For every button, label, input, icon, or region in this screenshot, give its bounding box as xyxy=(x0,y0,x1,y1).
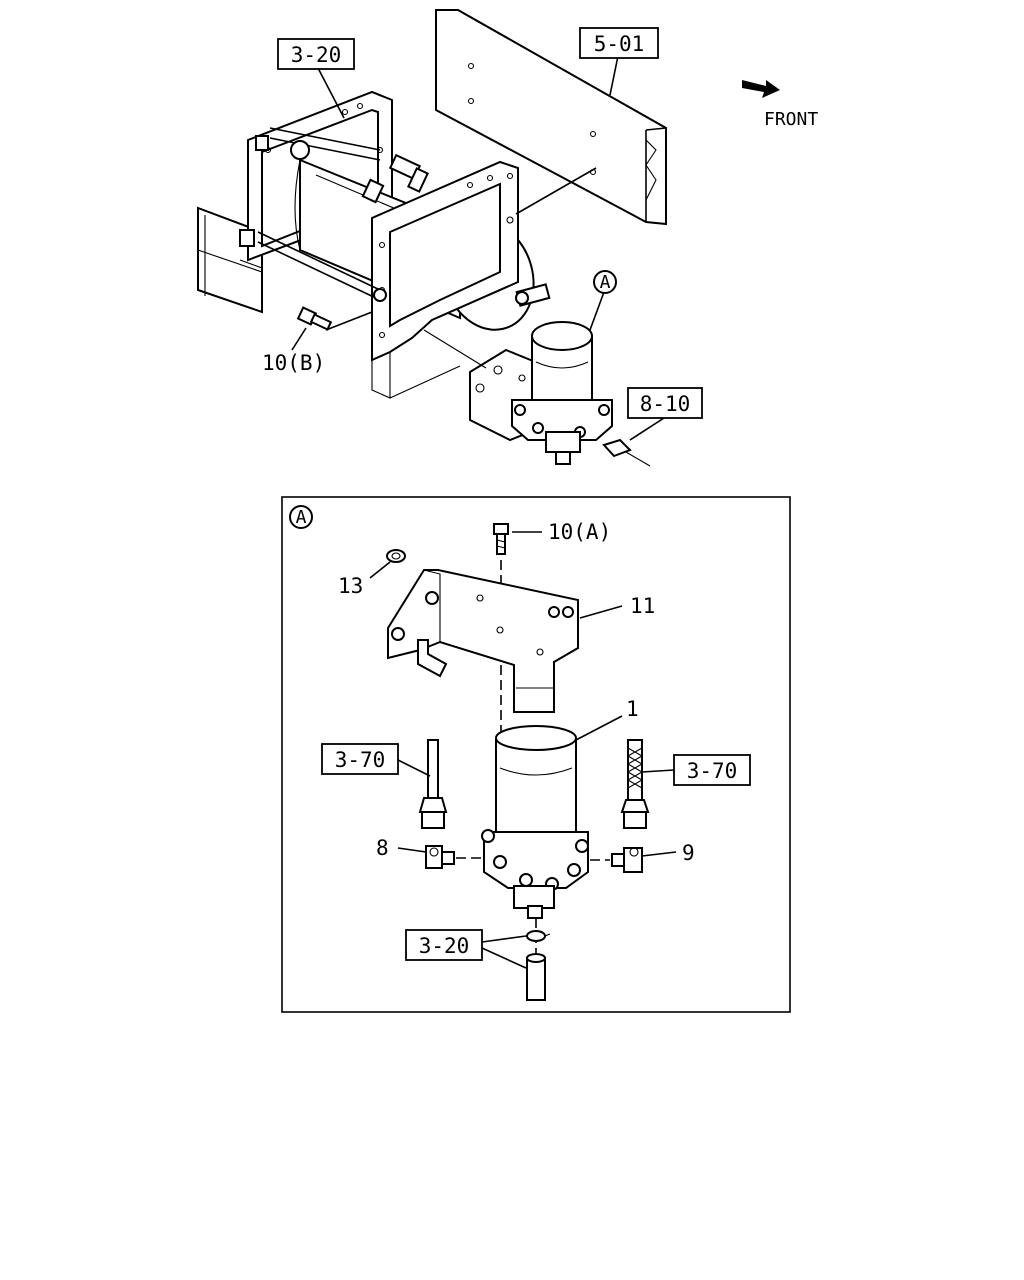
inset-view-a: A 10(A) 13 xyxy=(281,496,791,1013)
leader-3-20-bottom-a xyxy=(481,935,527,943)
leader-13 xyxy=(369,561,391,579)
leader-3-70-left xyxy=(397,759,431,777)
bolt-10b xyxy=(296,306,333,331)
pipe-left xyxy=(418,739,448,829)
view-marker-a-inset-label: A xyxy=(296,507,307,528)
frame-rail xyxy=(435,9,667,226)
ref-box-3-70-left[interactable]: 3-70 xyxy=(321,743,399,775)
front-label: FRONT xyxy=(764,109,818,130)
tank-strap xyxy=(257,127,387,302)
harness-wire xyxy=(625,451,651,467)
ref-box-3-20-bottom[interactable]: 3-20 xyxy=(405,929,483,961)
leader-rail-to-tank xyxy=(515,167,597,215)
view-marker-a-top[interactable]: A xyxy=(593,270,617,294)
fitting-8 xyxy=(425,845,455,869)
leader-1 xyxy=(575,715,623,741)
ref-box-3-70-right[interactable]: 3-70 xyxy=(673,754,751,786)
ref-label-5-01: 5-01 xyxy=(594,32,645,56)
ref-label-3-20-top: 3-20 xyxy=(291,43,342,67)
leader-5-01 xyxy=(609,55,619,96)
front-arrow-icon xyxy=(742,80,780,98)
tank-fittings xyxy=(239,135,551,307)
view-marker-a-label: A xyxy=(600,272,611,293)
hose xyxy=(526,953,546,1001)
ref-box-3-20-top[interactable]: 3-20 xyxy=(277,38,355,70)
callout-11: 11 xyxy=(630,594,655,618)
bolt-10a xyxy=(493,523,509,555)
callout-10a: 10(A) xyxy=(548,520,611,544)
leader-3-20-top xyxy=(317,67,345,119)
leader-3-70-right xyxy=(641,769,675,773)
ref-box-8-10[interactable]: 8-10 xyxy=(627,387,703,419)
callout-1: 1 xyxy=(626,697,639,721)
leader-11 xyxy=(579,605,623,619)
leader-8-10 xyxy=(629,417,665,441)
view-marker-a-inset[interactable]: A xyxy=(289,505,313,529)
callout-10b: 10(B) xyxy=(262,351,325,375)
leader-dryer-to-frame xyxy=(423,329,487,369)
callout-9: 9 xyxy=(682,841,695,865)
nut-13 xyxy=(386,549,406,563)
top-assembly: 3-20 5-01 8-10 FRONT A 10(B) xyxy=(197,9,818,467)
leader-9 xyxy=(641,851,677,857)
leader-bolt-to-frame xyxy=(325,311,373,331)
pipe-right xyxy=(620,739,650,829)
ref-label-8-10: 8-10 xyxy=(640,392,691,416)
ref-label-3-20-bottom: 3-20 xyxy=(419,934,470,958)
ref-label-3-70-right: 3-70 xyxy=(687,759,738,783)
leader-3-20-bottom-b xyxy=(481,947,527,969)
leader-8 xyxy=(397,847,427,853)
callout-8: 8 xyxy=(376,836,389,860)
ref-label-3-70-left: 3-70 xyxy=(335,748,386,772)
fitting-9 xyxy=(611,847,643,873)
leader-view-a xyxy=(589,291,605,331)
bracket-11 xyxy=(387,569,579,713)
ref-box-5-01[interactable]: 5-01 xyxy=(579,27,659,59)
air-dryer-inset xyxy=(481,725,589,919)
callout-13: 13 xyxy=(338,574,363,598)
hose-clip xyxy=(526,930,551,942)
leader-10b xyxy=(291,327,307,351)
air-dryer-upper xyxy=(469,321,632,465)
tank-frame-front xyxy=(371,160,519,399)
inset-frame xyxy=(281,496,791,1013)
